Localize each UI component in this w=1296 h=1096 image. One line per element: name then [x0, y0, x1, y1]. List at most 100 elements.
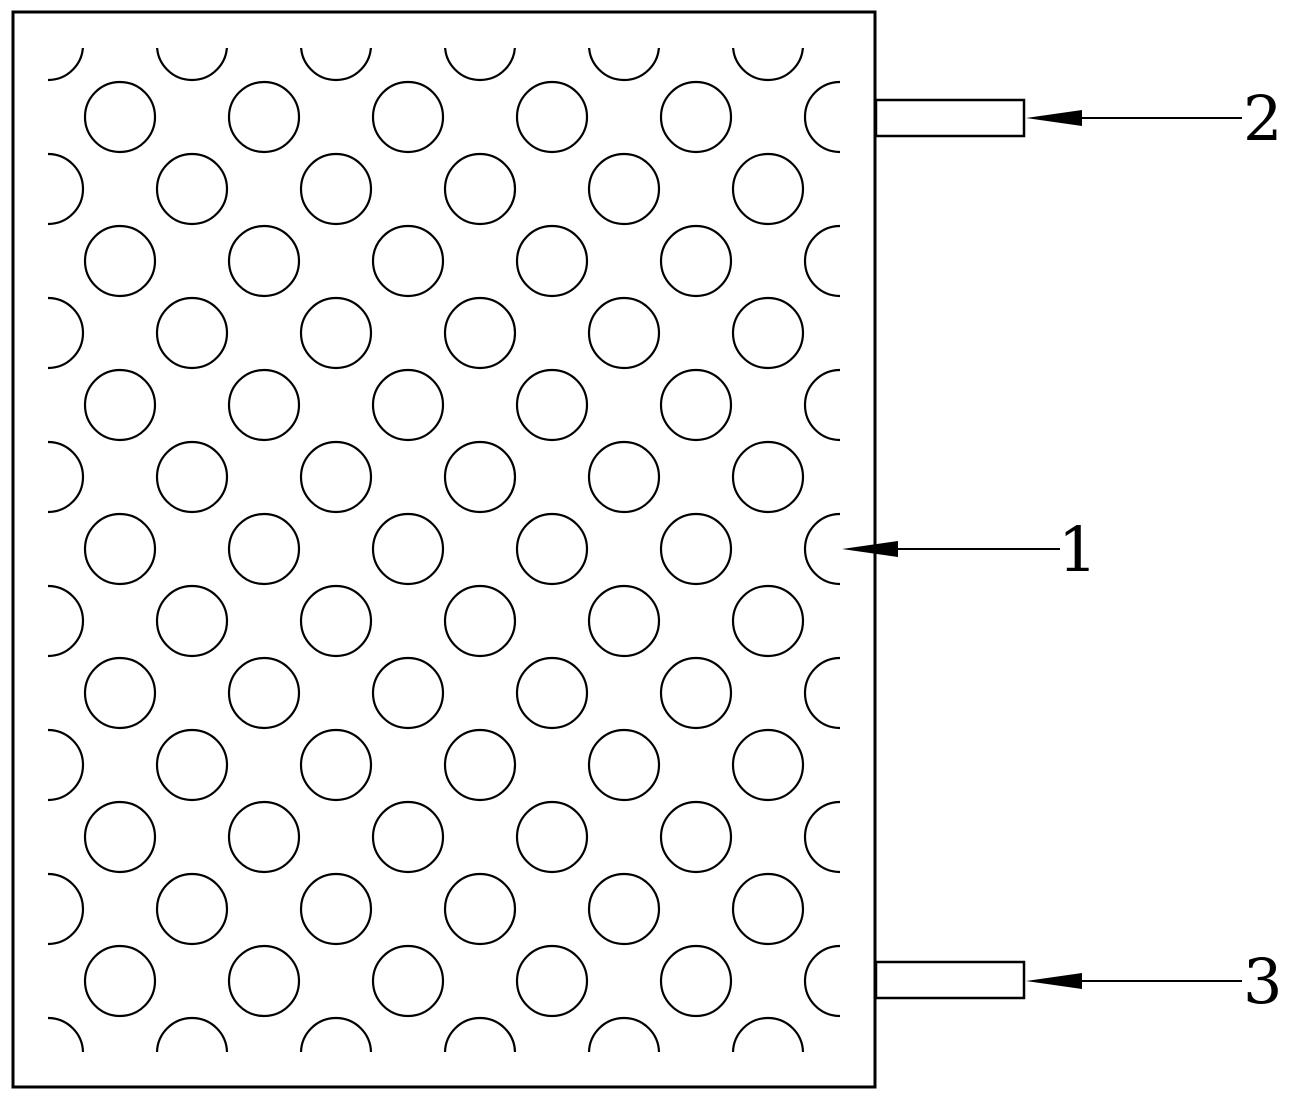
hole: [227, 512, 301, 586]
hole: [443, 296, 517, 370]
hole: [587, 1016, 661, 1052]
hole: [515, 224, 589, 298]
hole: [48, 296, 85, 370]
hole: [731, 584, 805, 658]
hole: [83, 656, 157, 730]
hole: [515, 80, 589, 154]
hole: [48, 872, 85, 946]
hole: [659, 224, 733, 298]
hole: [443, 584, 517, 658]
hole: [299, 728, 373, 802]
hole: [515, 656, 589, 730]
hole: [659, 800, 733, 874]
hole: [803, 224, 840, 298]
hole: [227, 656, 301, 730]
hole: [515, 368, 589, 442]
hole: [659, 656, 733, 730]
hole: [587, 872, 661, 946]
hole: [443, 152, 517, 226]
hole: [299, 296, 373, 370]
hole: [299, 872, 373, 946]
hole-pattern: [48, 48, 840, 1052]
arrowhead-2: [1026, 110, 1082, 126]
hole: [731, 728, 805, 802]
hole: [155, 1016, 229, 1052]
hole: [155, 584, 229, 658]
hole: [48, 48, 84, 82]
hole: [803, 800, 840, 874]
hole: [371, 944, 445, 1018]
hole: [443, 728, 517, 802]
bottom-pipe: [874, 960, 1026, 1000]
hole: [587, 584, 661, 658]
hole: [83, 80, 157, 154]
callout-label-3: 3: [1243, 945, 1282, 1018]
hole: [155, 728, 229, 802]
hole: [83, 512, 157, 586]
hole: [515, 512, 589, 586]
hole: [444, 48, 516, 82]
hole: [299, 584, 373, 658]
hole: [227, 800, 301, 874]
hole: [83, 800, 157, 874]
hole: [300, 48, 372, 82]
hole: [371, 224, 445, 298]
callout-label-2: 2: [1243, 82, 1282, 155]
hole: [803, 368, 840, 442]
hole: [659, 80, 733, 154]
hole: [371, 512, 445, 586]
callout-label-1: 1: [1058, 513, 1097, 586]
hole: [155, 872, 229, 946]
hole: [227, 944, 301, 1018]
hole: [443, 440, 517, 514]
hole: [731, 440, 805, 514]
hole: [659, 512, 733, 586]
hole: [371, 656, 445, 730]
hole: [588, 48, 660, 82]
hole: [156, 48, 228, 82]
hole: [515, 800, 589, 874]
hole: [803, 944, 840, 1018]
hole: [803, 656, 840, 730]
hole: [227, 368, 301, 442]
hole: [731, 872, 805, 946]
hole: [731, 152, 805, 226]
hole: [83, 368, 157, 442]
hole: [48, 152, 85, 226]
hole: [587, 152, 661, 226]
hole: [515, 944, 589, 1018]
hole: [227, 80, 301, 154]
hole: [155, 296, 229, 370]
hole: [371, 80, 445, 154]
hole: [299, 1016, 373, 1052]
arrowhead-1: [842, 541, 898, 557]
hole: [731, 1016, 805, 1052]
hole: [371, 800, 445, 874]
hole: [659, 368, 733, 442]
hole: [443, 872, 517, 946]
hole: [803, 80, 840, 154]
hole: [48, 1016, 85, 1052]
hole: [83, 944, 157, 1018]
hole: [48, 440, 85, 514]
hole: [299, 152, 373, 226]
hole: [48, 584, 85, 658]
hole: [587, 296, 661, 370]
hole: [731, 296, 805, 370]
hole: [587, 440, 661, 514]
arrowhead-3: [1026, 973, 1082, 989]
hole: [155, 152, 229, 226]
hole: [659, 944, 733, 1018]
hole: [587, 728, 661, 802]
hole: [83, 224, 157, 298]
hole: [48, 728, 85, 802]
top-pipe: [874, 98, 1026, 138]
hole: [803, 512, 840, 586]
hole: [155, 440, 229, 514]
hole: [227, 224, 301, 298]
hole: [299, 440, 373, 514]
hole: [732, 48, 804, 82]
hole: [443, 1016, 517, 1052]
hole: [371, 368, 445, 442]
